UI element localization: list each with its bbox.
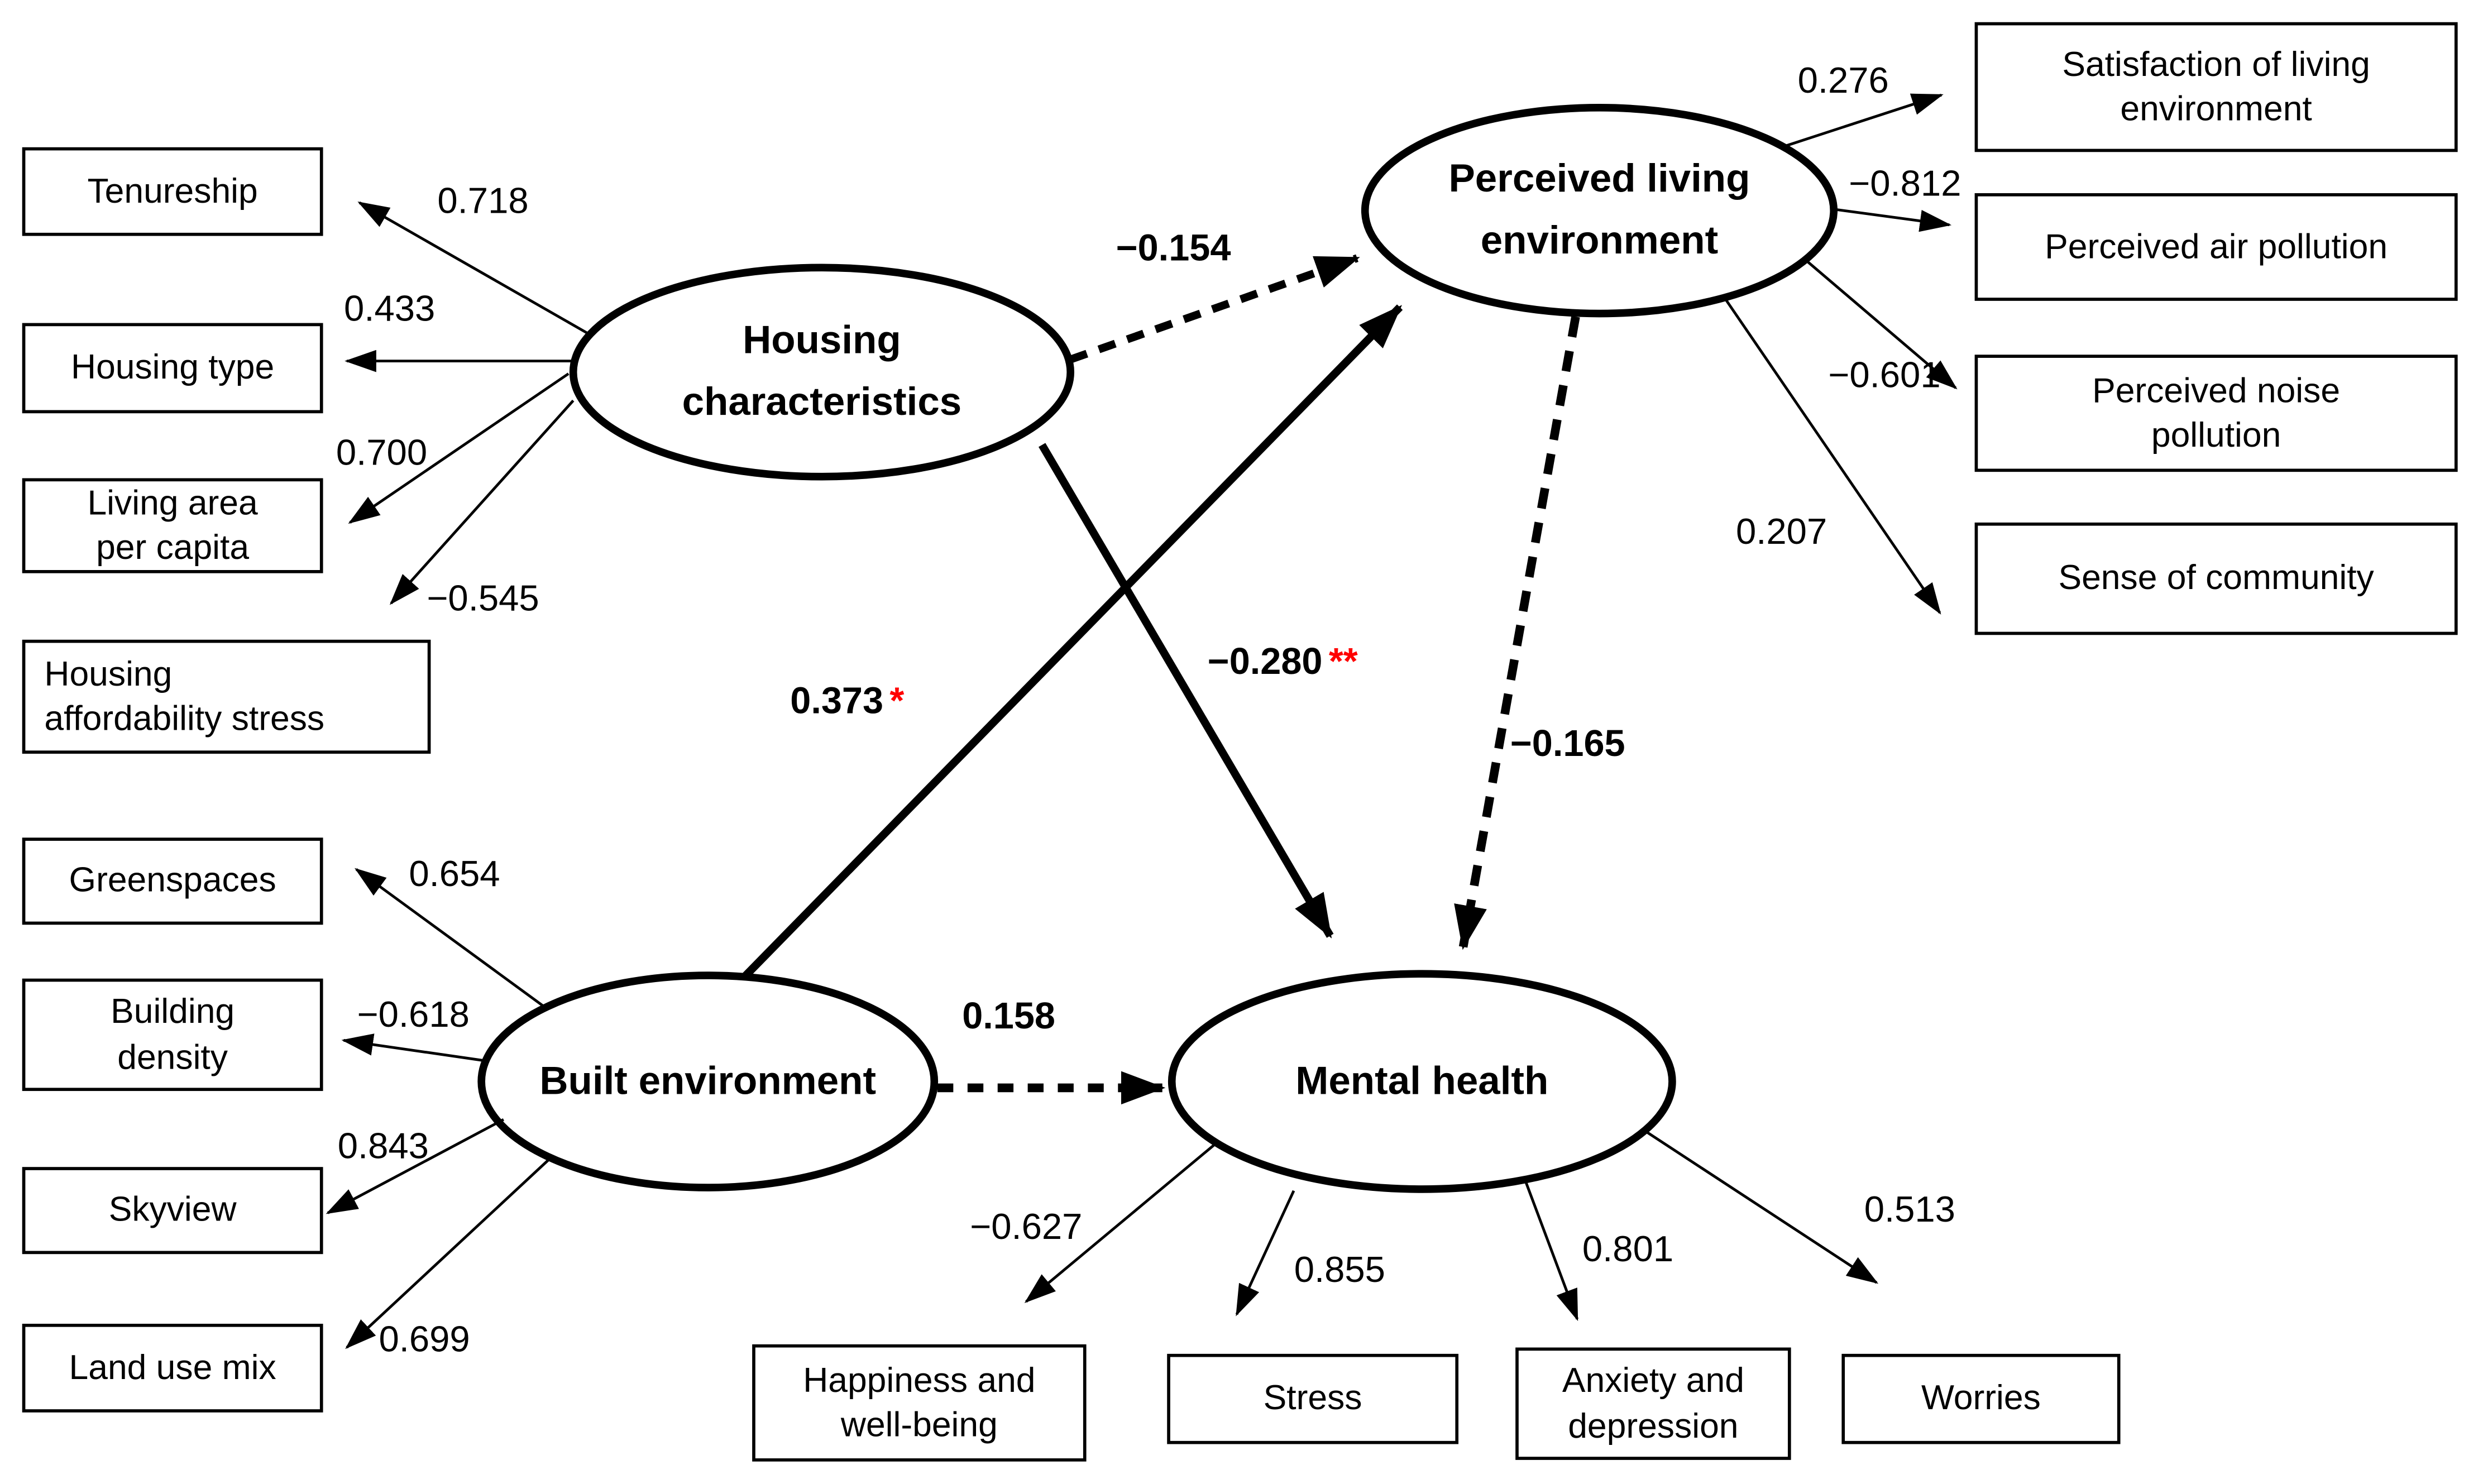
observed-box-building-density: Building density — [22, 978, 323, 1092]
path-coefficient-housing-to-perceived: −0.154 — [1116, 227, 1237, 270]
significance-stars — [1231, 227, 1237, 269]
loading-arrow-noise-pollution — [1804, 258, 1958, 390]
loading-arrow-land-use-mix — [345, 1156, 552, 1349]
path-coefficient-built-to-perceived: 0.373* — [790, 680, 904, 723]
observed-box-happiness: Happiness and well-being — [752, 1344, 1087, 1462]
loading-value-building-density: −0.618 — [357, 993, 470, 1035]
loading-value-sense-of-community: 0.207 — [1735, 510, 1827, 552]
significance-stars — [1055, 995, 1061, 1036]
observed-box-housing-affordability: Housing affordability stress — [22, 639, 431, 754]
loading-value-happiness: −0.627 — [970, 1205, 1083, 1247]
observed-box-living-area: Living area per capita — [22, 478, 323, 573]
observed-box-stress: Stress — [1167, 1353, 1459, 1444]
loading-value-satisfaction: 0.276 — [1797, 59, 1889, 101]
loading-arrow-greenspaces — [354, 868, 546, 1008]
loading-arrow-anxiety — [1523, 1179, 1579, 1322]
latent-ellipse-housing-characteristics — [569, 264, 1075, 481]
observed-box-sense-of-community: Sense of community — [1974, 522, 2458, 635]
loading-arrow-housing-affordability — [389, 399, 575, 605]
observed-box-anxiety: Anxiety and depression — [1515, 1347, 1791, 1460]
observed-box-housing-type: Housing type — [22, 323, 323, 414]
observed-box-air-pollution: Perceived air pollution — [1974, 193, 2458, 301]
significance-stars — [1625, 723, 1632, 764]
latent-ellipse-perceived-living-environment — [1361, 104, 1838, 318]
loading-arrow-tenureship — [357, 201, 590, 336]
path-arrow-housing-to-perceived — [1069, 254, 1360, 363]
loading-value-skyview: 0.843 — [337, 1125, 429, 1166]
loading-value-housing-affordability: −0.545 — [427, 577, 539, 619]
observed-box-skyview: Skyview — [22, 1167, 323, 1255]
loading-arrow-skyview — [326, 1118, 505, 1214]
loading-value-housing-type: 0.433 — [344, 287, 436, 329]
loading-arrow-happiness — [1024, 1142, 1217, 1303]
loading-arrow-stress — [1235, 1190, 1295, 1317]
loading-value-noise-pollution: −0.601 — [1828, 353, 1941, 395]
path-coefficient-perceived-to-mental: −0.165 — [1510, 723, 1632, 766]
loading-arrow-living-area — [348, 372, 570, 524]
loading-arrow-building-density — [341, 1033, 487, 1062]
path-arrow-housing-to-mental — [1039, 443, 1334, 939]
path-coefficient-value: 0.158 — [962, 995, 1055, 1037]
observed-box-worries: Worries — [1841, 1353, 2121, 1444]
path-arrow-built-to-perceived — [741, 304, 1403, 980]
observed-box-land-use-mix: Land use mix — [22, 1323, 323, 1413]
loading-value-worries: 0.513 — [1864, 1188, 1955, 1230]
latent-ellipse-mental-health — [1168, 970, 1676, 1193]
path-coefficient-housing-to-mental: −0.280** — [1208, 640, 1358, 683]
observed-box-noise-pollution: Perceived noise pollution — [1974, 355, 2458, 472]
loading-arrow-sense-of-community — [1723, 296, 1941, 615]
path-coefficient-value: −0.165 — [1510, 722, 1625, 764]
loading-value-air-pollution: −0.812 — [1849, 162, 1961, 204]
path-coefficient-value: 0.373 — [790, 680, 884, 721]
loading-value-stress: 0.855 — [1294, 1248, 1385, 1290]
loading-arrow-worries — [1646, 1131, 1879, 1284]
observed-box-greenspaces: Greenspaces — [22, 837, 323, 925]
path-coefficient-value: −0.280 — [1207, 640, 1323, 682]
significance-stars: ** — [1328, 640, 1358, 682]
loading-arrow-air-pollution — [1832, 207, 1952, 232]
loading-value-land-use-mix: 0.699 — [379, 1318, 470, 1359]
loading-value-anxiety: 0.801 — [1582, 1228, 1674, 1270]
loading-value-tenureship: 0.718 — [437, 179, 529, 221]
loading-value-greenspaces: 0.654 — [409, 853, 500, 894]
path-arrow-perceived-to-mental — [1454, 315, 1580, 950]
latent-ellipse-built-environment — [477, 971, 939, 1191]
path-coefficient-built-to-mental: 0.158 — [962, 995, 1061, 1038]
significance-stars: * — [889, 680, 905, 721]
observed-box-tenureship: Tenureship — [22, 147, 323, 236]
loading-value-living-area: 0.700 — [336, 431, 428, 473]
path-coefficient-value: −0.154 — [1116, 227, 1231, 269]
loading-arrow-satisfaction — [1786, 93, 1944, 147]
observed-box-satisfaction: Satisfaction of living environment — [1974, 22, 2458, 152]
